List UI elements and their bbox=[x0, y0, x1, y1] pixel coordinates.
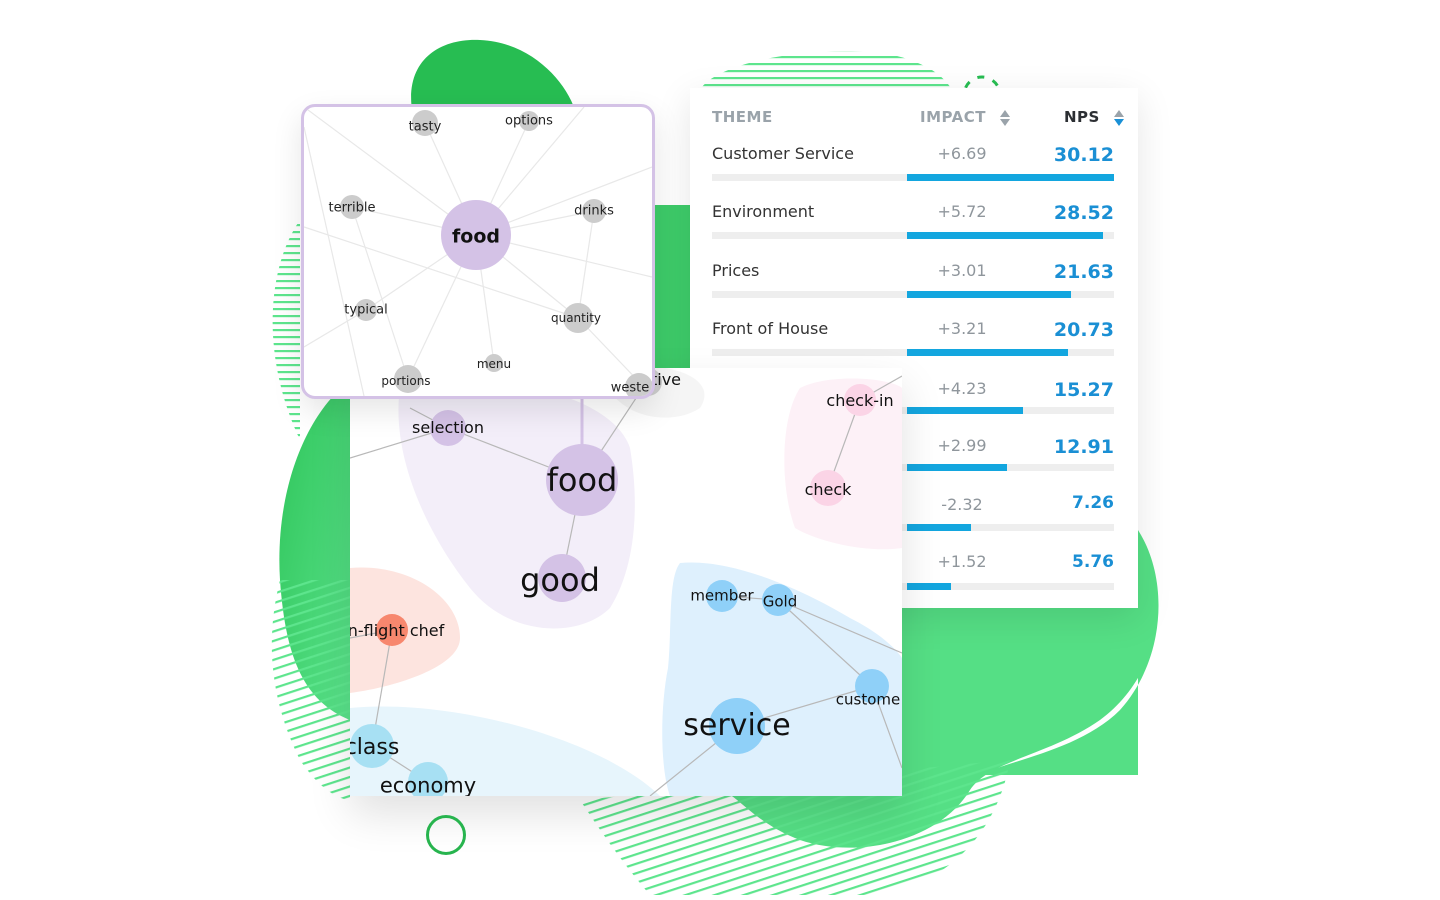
nps-bar bbox=[907, 349, 1068, 356]
node-check-in[interactable]: check-in bbox=[826, 391, 894, 410]
column-header-theme[interactable]: THEME bbox=[712, 108, 773, 126]
nps-bar bbox=[907, 524, 971, 531]
sort-desc-icon[interactable] bbox=[1113, 109, 1124, 126]
theme-impact-table: THEME IMPACT NPS Customer Service +6.69 … bbox=[690, 88, 1138, 608]
theme-network-graph[interactable]: tive selection food good n-flight chef c… bbox=[350, 368, 902, 796]
zoom-node-quantity[interactable]: quantity bbox=[550, 311, 602, 325]
table-row[interactable]: Environment +5.72 28.52 bbox=[712, 202, 1114, 260]
zoom-graph-canvas bbox=[304, 107, 652, 396]
zoom-node-food[interactable]: food bbox=[452, 225, 500, 248]
node-customer[interactable]: custome bbox=[835, 690, 901, 709]
zoom-node-western[interactable]: weste bbox=[610, 380, 650, 396]
node-class[interactable]: class bbox=[350, 735, 400, 760]
top-blob bbox=[411, 39, 575, 110]
table-row[interactable]: +1.52 5.76 bbox=[712, 552, 1114, 610]
nps-value: 21.63 bbox=[1053, 261, 1114, 283]
nps-bar bbox=[907, 464, 1007, 471]
impact-value: +3.21 bbox=[937, 319, 987, 338]
node-inflight-chef[interactable]: n-flight chef bbox=[350, 621, 445, 640]
sort-icon[interactable] bbox=[999, 109, 1010, 126]
theme-name: Customer Service bbox=[712, 144, 854, 163]
node-check[interactable]: check bbox=[804, 480, 852, 499]
nps-value: 20.73 bbox=[1053, 319, 1114, 341]
nps-value: 7.26 bbox=[1072, 493, 1114, 513]
node-tive[interactable]: tive bbox=[650, 370, 682, 389]
nps-bar bbox=[907, 583, 951, 590]
zoom-node-drinks[interactable]: drinks bbox=[574, 203, 614, 219]
zoom-detail-panel[interactable]: tasty options terrible drinks food typic… bbox=[301, 104, 655, 399]
zoom-node-tasty[interactable]: tasty bbox=[408, 119, 442, 135]
nps-bar bbox=[907, 174, 1114, 181]
zoom-node-terrible[interactable]: terrible bbox=[328, 200, 376, 216]
graph-canvas bbox=[350, 368, 902, 796]
nps-bar bbox=[907, 291, 1071, 298]
column-header-nps[interactable]: NPS bbox=[1064, 108, 1124, 126]
node-selection[interactable]: selection bbox=[412, 418, 484, 437]
zoom-node-options[interactable]: options bbox=[505, 113, 553, 129]
nps-value: 12.91 bbox=[1053, 436, 1114, 458]
nps-value: 28.52 bbox=[1053, 202, 1114, 224]
table-row[interactable]: -2.32 7.26 bbox=[712, 493, 1114, 551]
decorative-ring bbox=[426, 815, 466, 855]
nps-value: 30.12 bbox=[1053, 144, 1114, 166]
nps-value: 15.27 bbox=[1053, 379, 1114, 401]
table-row[interactable]: Prices +3.01 21.63 bbox=[712, 261, 1114, 319]
theme-name: Prices bbox=[712, 261, 760, 280]
impact-value: +4.23 bbox=[937, 379, 987, 398]
table-row[interactable]: Front of House +3.21 20.73 bbox=[712, 319, 1114, 377]
nps-bar bbox=[907, 407, 1023, 414]
node-service[interactable]: service bbox=[683, 708, 791, 743]
impact-value: +1.52 bbox=[937, 552, 987, 571]
zoom-node-typical[interactable]: typical bbox=[344, 302, 388, 318]
table-row[interactable]: +2.99 12.91 bbox=[712, 436, 1114, 494]
node-economy[interactable]: economy bbox=[379, 773, 477, 796]
impact-value: +2.99 bbox=[937, 436, 987, 455]
node-food[interactable]: food bbox=[546, 461, 618, 499]
zoom-node-menu[interactable]: menu bbox=[476, 357, 512, 371]
impact-value: +3.01 bbox=[937, 261, 987, 280]
nps-value: 5.76 bbox=[1072, 552, 1114, 572]
column-header-impact[interactable]: IMPACT bbox=[920, 108, 1010, 126]
zoom-node-portions[interactable]: portions bbox=[381, 374, 431, 388]
impact-value: +5.72 bbox=[937, 202, 987, 221]
theme-name: Environment bbox=[712, 202, 815, 221]
impact-value: -2.32 bbox=[941, 495, 983, 514]
node-good[interactable]: good bbox=[520, 561, 600, 599]
node-member[interactable]: member bbox=[690, 586, 754, 605]
node-gold[interactable]: Gold bbox=[762, 592, 798, 611]
table-row[interactable]: +4.23 15.27 bbox=[712, 379, 1114, 437]
theme-name: Front of House bbox=[712, 319, 829, 338]
impact-value: +6.69 bbox=[937, 144, 987, 163]
table-row[interactable]: Customer Service +6.69 30.12 bbox=[712, 144, 1114, 202]
nps-bar bbox=[907, 232, 1103, 239]
